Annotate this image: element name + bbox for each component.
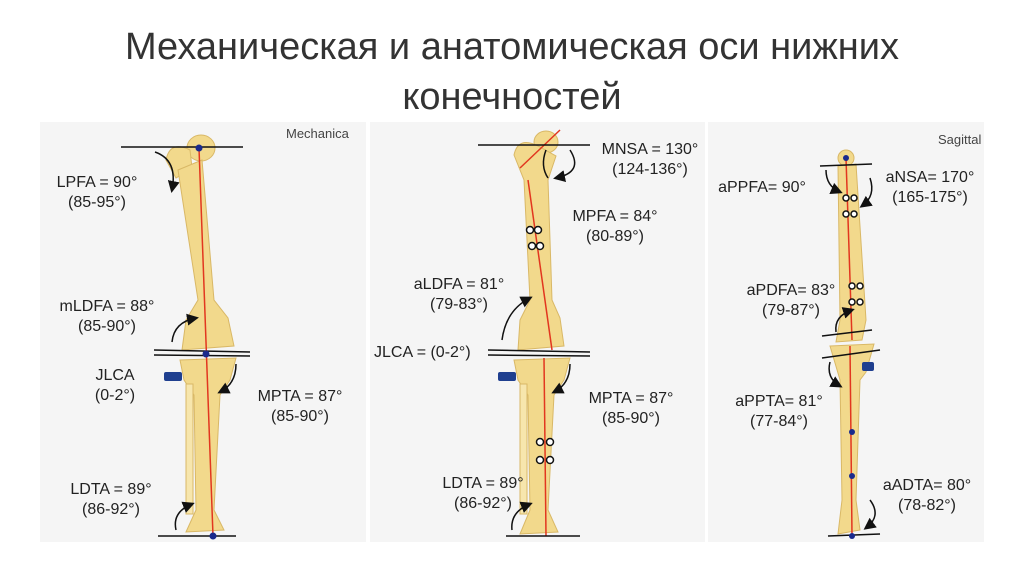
- middle-mpfa-label: MPFA = 84° (80-89°): [560, 207, 670, 247]
- left-marker-ankle: [210, 533, 217, 540]
- left-knee-line-1: [154, 350, 250, 352]
- middle-mpfa-range: (80-89°): [560, 227, 670, 247]
- middle-knee-line-1: [488, 350, 590, 352]
- middle-jlca-label: JLCA = (0-2°): [374, 343, 484, 363]
- right-appfa-label: aPPFA= 90°: [708, 178, 816, 198]
- middle-jlca-value: JLCA = (0-2°): [374, 344, 471, 361]
- right-appta-label: aPPTA= 81° (77-84°): [724, 392, 834, 432]
- left-ldta-label: LDTA = 89° (86-92°): [56, 480, 166, 520]
- left-marker-hip: [196, 145, 203, 152]
- left-marker-knee: [203, 351, 210, 358]
- left-mldfa-label: mLDFA = 88° (85-90°): [42, 297, 172, 337]
- left-mpta-value: MPTA = 87°: [258, 388, 343, 405]
- right-hip-line: [820, 164, 872, 166]
- middle-mpta-range: (85-90°): [576, 409, 686, 429]
- middle-mnsa-value: MNSA = 130°: [602, 141, 699, 158]
- left-jlca-range: (0-2°): [80, 386, 150, 406]
- right-appta-value: aPPTA= 81°: [735, 393, 822, 410]
- left-implant-logo: [164, 372, 182, 381]
- middle-mpfa-value: MPFA = 84°: [572, 208, 657, 225]
- middle-aldfa-range: (79-83°): [404, 295, 514, 315]
- right-apdfa-label: aPDFA= 83° (79-87°): [736, 281, 846, 321]
- right-aadta-range: (78-82°): [872, 496, 982, 516]
- right-marker-tibia-1: [849, 429, 855, 435]
- right-aadta-value: aADTA= 80°: [883, 477, 971, 494]
- right-ansa-value: aNSA= 170°: [886, 169, 975, 186]
- left-lpfa-label: LPFA = 90° (85-95°): [42, 173, 152, 213]
- middle-mnsa-range: (124-136°): [590, 160, 710, 180]
- left-mpta-label: MPTA = 87° (85-90°): [242, 387, 358, 427]
- middle-femur: [514, 131, 564, 350]
- right-appta-range: (77-84°): [724, 412, 834, 432]
- left-mldfa-value: mLDFA = 88°: [60, 298, 155, 315]
- middle-mnsa-label: MNSA = 130° (124-136°): [590, 140, 710, 180]
- right-arc-ansa: [862, 178, 872, 206]
- left-ldta-range: (86-92°): [56, 500, 166, 520]
- right-ansa-range: (165-175°): [878, 188, 982, 208]
- middle-ldta-range: (86-92°): [428, 494, 538, 514]
- middle-mpta-label: MPTA = 87° (85-90°): [576, 389, 686, 429]
- right-marker-hip: [843, 155, 849, 161]
- middle-implant-logo: [498, 372, 516, 381]
- right-ansa-label: aNSA= 170° (165-175°): [878, 168, 982, 208]
- left-lpfa-range: (85-95°): [42, 193, 152, 213]
- right-appfa-value: aPPFA= 90°: [718, 179, 806, 196]
- middle-ldta-value: LDTA = 89°: [442, 475, 523, 492]
- left-jlca-value: JLCA: [95, 367, 134, 384]
- left-mldfa-range: (85-90°): [42, 317, 172, 337]
- right-apdfa-value: aPDFA= 83°: [747, 282, 836, 299]
- left-knee-line-2: [154, 355, 250, 356]
- left-mpta-range: (85-90°): [242, 407, 358, 427]
- right-marker-ankle: [849, 533, 855, 539]
- middle-aldfa-label: aLDFA = 81° (79-83°): [404, 275, 514, 315]
- middle-knee-line-2: [488, 355, 590, 356]
- middle-mpta-value: MPTA = 87°: [589, 390, 674, 407]
- middle-aldfa-value: aLDFA = 81°: [414, 276, 504, 293]
- right-apdfa-range: (79-87°): [736, 301, 846, 321]
- left-jlca-label: JLCA (0-2°): [80, 366, 150, 406]
- left-ldta-value: LDTA = 89°: [70, 481, 151, 498]
- right-implant-logo: [862, 362, 874, 371]
- middle-ldta-label: LDTA = 89° (86-92°): [428, 474, 538, 514]
- middle-arc-mnsa: [556, 150, 575, 178]
- right-aadta-label: aADTA= 80° (78-82°): [872, 476, 982, 516]
- left-lpfa-value: LPFA = 90°: [57, 174, 138, 191]
- right-marker-tibia-2: [849, 473, 855, 479]
